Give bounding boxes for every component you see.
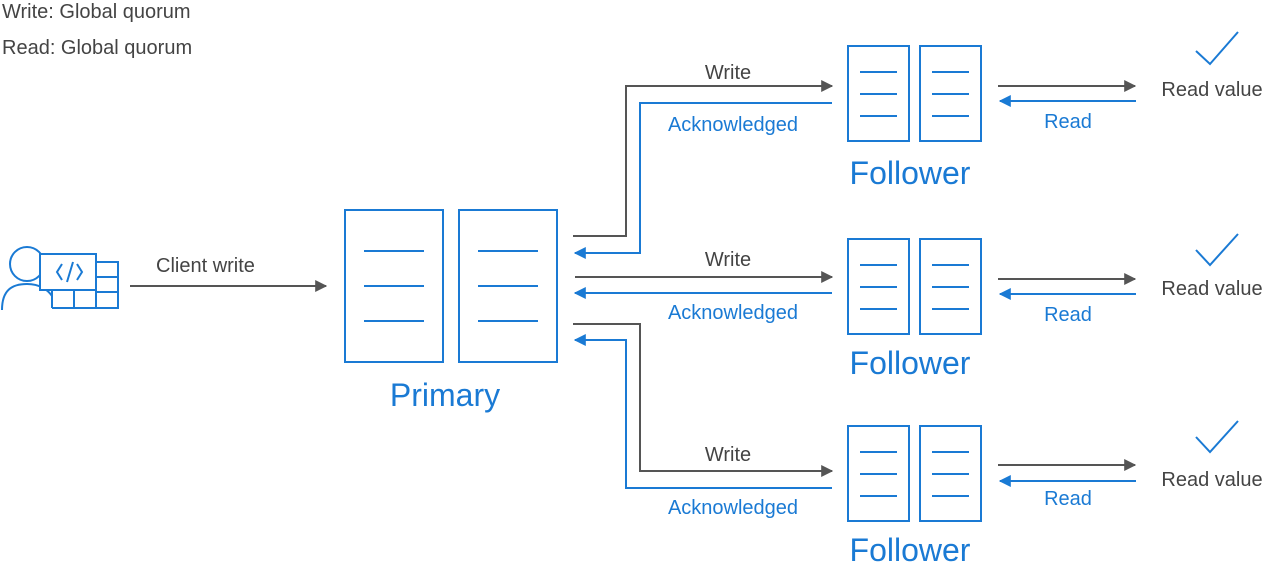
checkmark-icon	[1195, 420, 1239, 454]
checkmark-icon	[1195, 31, 1239, 66]
read-value-2: Read value	[1161, 278, 1262, 300]
read-label-2: Read	[1044, 304, 1092, 326]
developer-client-icon	[1, 246, 119, 311]
follower-3-label: Follower	[850, 532, 971, 568]
read-label-1: Read	[1044, 111, 1092, 133]
write-label-2: Write	[705, 249, 751, 271]
primary-node	[344, 209, 558, 363]
follower-3-node	[847, 425, 982, 522]
follower-1-label: Follower	[850, 155, 971, 191]
write-arrow-3	[573, 323, 834, 477]
read-value-3: Read value	[1161, 469, 1262, 491]
legend-read: Read: Global quorum	[2, 37, 192, 59]
write-label-3: Write	[705, 444, 751, 466]
follower-2-node	[847, 238, 982, 335]
ack-label-3: Acknowledged	[668, 497, 798, 519]
legend-write: Write: Global quorum	[2, 1, 191, 23]
follower-2-label: Follower	[850, 345, 971, 381]
ack-arrow-3	[573, 334, 832, 489]
follower-1-node	[847, 45, 982, 142]
client-write-label: Client write	[156, 255, 255, 277]
ack-label-2: Acknowledged	[668, 302, 798, 324]
ack-label-1: Acknowledged	[668, 114, 798, 136]
read-label-3: Read	[1044, 488, 1092, 510]
primary-label: Primary	[390, 377, 500, 413]
write-label-1: Write	[705, 62, 751, 84]
ack-arrow-1	[573, 102, 832, 259]
checkmark-icon	[1195, 233, 1239, 267]
read-value-1: Read value	[1161, 79, 1262, 101]
write-arrow-1	[573, 80, 834, 237]
